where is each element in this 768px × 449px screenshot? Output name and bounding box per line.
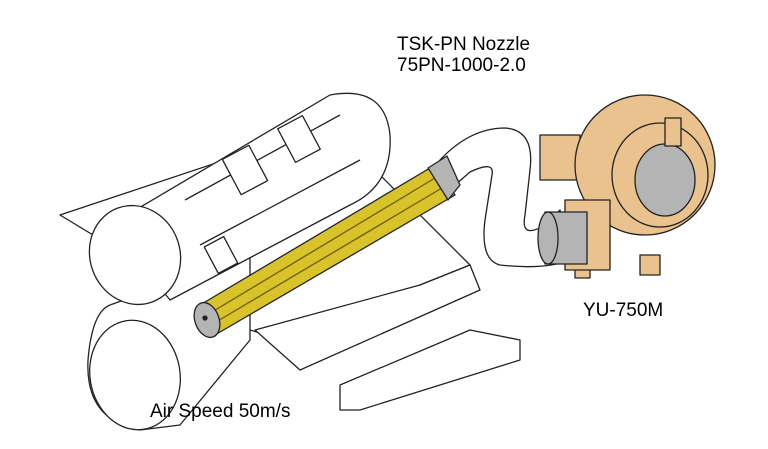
top-roller: [88, 92, 391, 306]
nozzle-bar: [193, 155, 461, 339]
blower: [537, 94, 716, 279]
nozzle-label-line2: 75PN-1000-2.0: [397, 55, 526, 76]
nozzle-label-line1: TSK-PN Nozzle: [397, 34, 531, 55]
blower-label: YU-750M: [583, 300, 664, 321]
air-speed-label: Air Speed 50m/s: [150, 401, 291, 422]
